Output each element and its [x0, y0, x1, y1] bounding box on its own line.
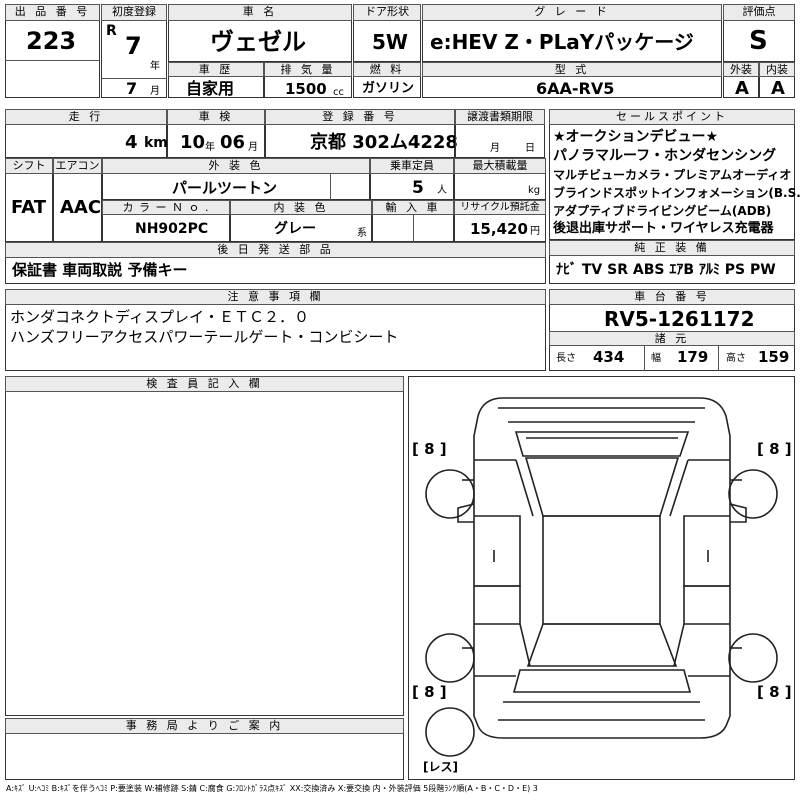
shift: FAT: [11, 197, 47, 218]
genuine-equipment: ﾅﾋﾞ TV SR ABS ｴｱB ｱﾙﾐ PS PW: [556, 262, 776, 278]
later-parts: 保証書 車両取説 予備キー: [12, 261, 188, 279]
sales-points-header: セールスポイント: [549, 109, 795, 125]
shift-header: シフト: [5, 158, 53, 174]
recycle-fee: 15,420: [470, 220, 528, 238]
first-registration-header: 初度登録: [101, 4, 167, 21]
exterior-color-header: 外 装 色: [102, 158, 370, 174]
sales-point: パノラマルーフ・ホンダセンシング: [553, 148, 777, 164]
capacity-header: 乗車定員: [370, 158, 454, 174]
displacement-header: 排 気 量: [264, 62, 352, 77]
first-reg-year: 7: [125, 32, 142, 60]
tire-front-left: [ 8 ]: [412, 440, 447, 458]
model: 6AA-RV5: [536, 79, 615, 98]
chassis-header: 車 台 番 号: [549, 289, 795, 305]
grade-header: グ レ ー ド: [422, 4, 722, 21]
transfer-header: 譲渡書類期限: [455, 109, 545, 125]
recycle-header: リサイクル預託金: [454, 200, 546, 215]
score: S: [749, 26, 768, 56]
car-damage-diagram: [425, 397, 778, 757]
length: 434: [593, 348, 625, 366]
width: 179: [677, 348, 709, 366]
door-type-header: ドア形状: [353, 4, 421, 21]
import-header: 輸 入 車: [372, 200, 454, 215]
era: R: [106, 23, 117, 39]
car-name-header: 車 名: [168, 4, 352, 21]
color-number: NH902PC: [135, 221, 209, 237]
registration-header: 登 録 番 号: [265, 109, 455, 125]
color-number-header: カ ラ ー Ｎ ｏ .: [102, 200, 230, 215]
chassis-number: RV5-1261172: [604, 307, 755, 331]
inspector-notes-cell: [5, 376, 404, 716]
sales-point: ★オークションデビュー★: [553, 129, 719, 145]
genuine-equipment-header: 純 正 装 備: [549, 240, 795, 256]
interior-color-header: 内 装 色: [230, 200, 372, 215]
interior-grade: A: [771, 78, 785, 99]
registration-number: 京都 302ム4228: [310, 132, 458, 153]
aircon-header: エアコン: [53, 158, 102, 174]
mileage: 4: [125, 132, 138, 153]
notes-header: 注 意 事 項 欄: [5, 289, 546, 305]
tire-spare: [レス]: [423, 760, 458, 774]
aircon: AAC: [60, 197, 102, 218]
specs-header: 諸 元: [549, 331, 795, 346]
exterior-color: パールツートン: [172, 179, 278, 197]
grade: e:HEV Z・PLaYパッケージ: [430, 30, 694, 54]
later-parts-header: 後 日 発 送 部 品: [5, 242, 546, 258]
model-header: 型 式: [422, 62, 722, 77]
note-line: ハンズフリーアクセスパワーテールゲート・コンビシート: [10, 328, 399, 346]
capacity: 5: [412, 178, 424, 198]
car-diagram-cell: [408, 376, 795, 780]
mileage-header: 走 行: [5, 109, 167, 125]
fuel-header: 燃 料: [353, 62, 421, 77]
sales-point: マルチビューカメラ・プレミアムオーディオ: [553, 168, 792, 182]
inspection-header: 車 検: [167, 109, 265, 125]
interior-color: グレー: [274, 221, 316, 237]
car-name: ヴェゼル: [210, 28, 306, 56]
displacement: 1500: [285, 80, 327, 98]
height: 159: [758, 348, 790, 366]
inspection-month: 06: [220, 132, 246, 153]
lot-number-header: 出 品 番 号: [5, 4, 100, 21]
exterior-grade: A: [735, 78, 749, 99]
door-type: 5W: [372, 30, 408, 54]
sales-point: ブラインドスポットインフォメーション(B.S.I): [553, 186, 800, 200]
lot-number: 223: [26, 27, 77, 55]
history-header: 車 歴: [168, 62, 264, 77]
note-line: ホンダコネクトディスプレイ・ＥＴＣ２．０: [10, 308, 309, 326]
first-reg-month: 7: [126, 79, 138, 98]
inspection-year: 10: [180, 132, 206, 153]
inspector-header: 検 査 員 記 入 欄: [5, 376, 404, 392]
damage-legend: A:ｷｽﾞ U:ﾍｺﾐ B:ｷｽﾞを伴うﾍｺﾐ P:要塗装 W:補修跡 S:錆 …: [6, 784, 538, 793]
score-header: 評価点: [723, 4, 795, 21]
tire-rear-right: [ 8 ]: [757, 683, 792, 701]
history: 自家用: [186, 79, 235, 98]
tire-rear-left: [ 8 ]: [412, 683, 447, 701]
sales-point: アダプティブドライビングビーム(ADB): [553, 204, 772, 218]
exterior-header: 外装: [723, 62, 759, 77]
interior-header: 内装: [759, 62, 795, 77]
sales-point: 後退出庫サポート・ワイヤレス充電器: [553, 221, 774, 236]
office-header: 事 務 局 よ り ご 案 内: [5, 718, 404, 734]
fuel: ガソリン: [362, 81, 415, 96]
max-load-header: 最大積載量: [454, 158, 546, 174]
tire-front-right: [ 8 ]: [757, 440, 792, 458]
